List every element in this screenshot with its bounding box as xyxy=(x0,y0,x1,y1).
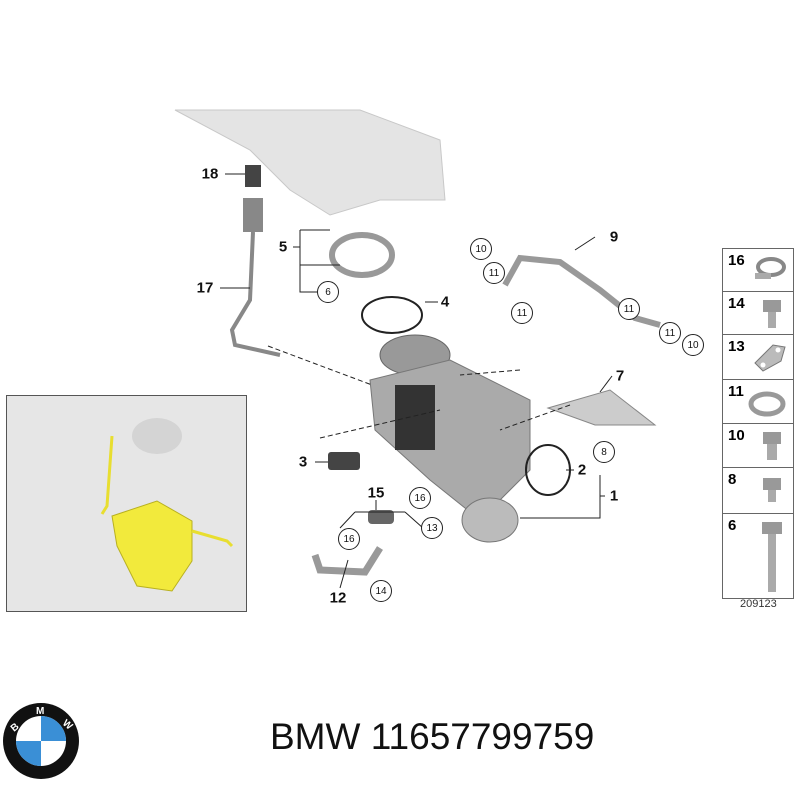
sensor-body-drawing xyxy=(243,198,263,232)
bmw-logo: B M W xyxy=(3,703,79,779)
callout-18: 18 xyxy=(201,165,219,183)
callout-5: 5 xyxy=(278,238,288,256)
flange-bolt-icon xyxy=(763,300,781,328)
part-number-caption: BMW 11657799759 xyxy=(270,716,595,757)
callout-4: 4 xyxy=(440,293,450,311)
small-parts-legend: 16 14 13 11 10 8 6 xyxy=(722,248,794,599)
circled-callout-16: 16 xyxy=(338,528,360,550)
callout-7: 7 xyxy=(615,367,625,385)
circled-callout-10: 10 xyxy=(470,238,492,260)
turbocharger-exploded-diagram xyxy=(174,109,661,589)
callout-2: 2 xyxy=(577,461,587,479)
callout-17: 17 xyxy=(196,279,214,297)
callout-3: 3 xyxy=(298,453,308,471)
legend-row-14: 14 xyxy=(723,292,793,335)
circled-callout-11: 11 xyxy=(659,322,681,344)
gasket-ring-drawing xyxy=(361,296,423,334)
legend-row-8: 8 xyxy=(723,468,793,514)
legend-row-6: 6 xyxy=(723,514,793,598)
circled-callout-11: 11 xyxy=(511,302,533,324)
sensor-cable-drawing xyxy=(229,231,281,357)
circled-callout-6: 6 xyxy=(317,281,339,303)
oil-return-line-drawing xyxy=(311,546,383,576)
callout-9: 9 xyxy=(609,228,619,246)
sensor-part-3-drawing xyxy=(328,452,360,470)
callout-12: 12 xyxy=(329,589,347,607)
sensor-drawing xyxy=(245,165,261,187)
circled-callout-8: 8 xyxy=(593,441,615,463)
callout-15: 15 xyxy=(367,484,385,502)
hose-part-15-drawing xyxy=(368,510,394,524)
bracket-drawing xyxy=(546,389,657,426)
v-band-clamp-drawing xyxy=(329,232,395,278)
drawing-code: 209123 xyxy=(740,598,777,610)
leader-lines xyxy=(220,173,613,589)
gasket-icon xyxy=(754,344,786,372)
legend-row-11: 11 xyxy=(723,380,793,424)
oil-feed-line-drawing xyxy=(502,254,661,328)
circled-callout-11: 11 xyxy=(483,262,505,284)
turbocharger-drawing xyxy=(369,359,531,521)
banjo-bolt-icon xyxy=(763,432,781,460)
circled-callout-16: 16 xyxy=(409,487,431,509)
bolt-icon xyxy=(763,478,781,502)
circled-callout-13: 13 xyxy=(421,517,443,539)
svg-text:M: M xyxy=(36,706,44,717)
outlet-gasket-drawing xyxy=(525,444,571,496)
legend-row-13: 13 xyxy=(723,335,793,380)
turbo-outlet-drawing xyxy=(461,497,519,543)
circled-callout-10: 10 xyxy=(682,334,704,356)
long-bolt-icon xyxy=(762,522,782,592)
engine-location-inset xyxy=(6,395,247,612)
legend-row-16: 16 xyxy=(723,249,793,292)
circled-callout-11: 11 xyxy=(618,298,640,320)
circled-callout-14: 14 xyxy=(370,580,392,602)
callout-1: 1 xyxy=(609,487,619,505)
hose-clamp-icon xyxy=(755,257,786,279)
legend-row-10: 10 xyxy=(723,424,793,468)
highlighted-turbo xyxy=(111,500,193,592)
actuator-drawing xyxy=(395,385,435,450)
exhaust-manifold-drawing xyxy=(174,109,446,216)
engine-inset-drawing xyxy=(7,396,246,611)
sealing-washer-icon xyxy=(748,391,786,417)
